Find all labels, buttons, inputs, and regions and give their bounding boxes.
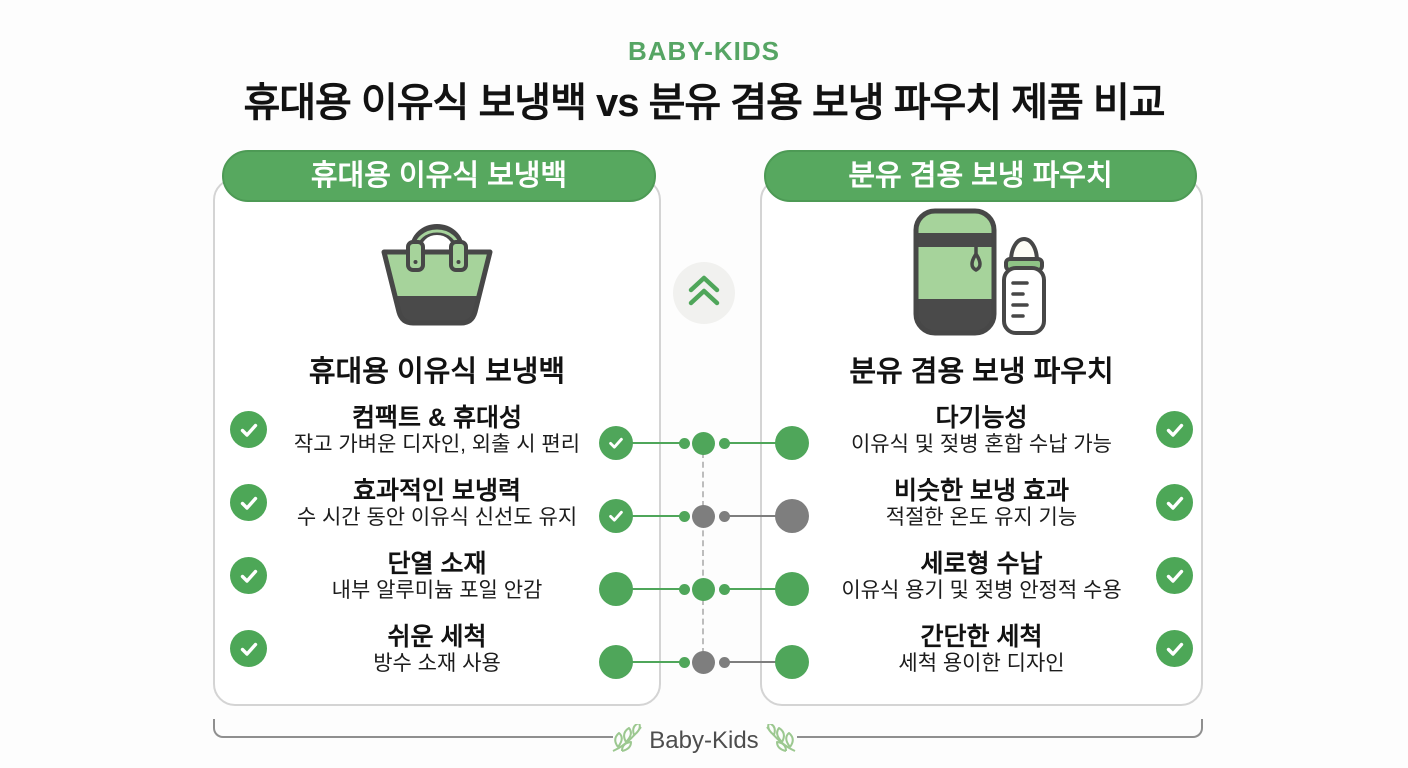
connector-small-dot-left: [678, 437, 690, 449]
connector-small-dot-right: [718, 583, 730, 595]
check-icon: [230, 411, 267, 448]
feature-desc: 이유식 및 젖병 혼합 수납 가능: [850, 433, 1112, 456]
brand-text: BABY-KIDS: [627, 36, 780, 66]
feature-desc: 이유식 용기 및 젖병 안정적 수용: [841, 579, 1122, 602]
page-title: 휴대용 이유식 보냉백 vs 분유 겸용 보냉 파우치 제품 비교: [243, 81, 1165, 125]
connector-center-dot: [691, 650, 715, 674]
tote-bag-icon: [215, 206, 659, 328]
connector-center-dot: [691, 577, 715, 601]
left-card-header-pill: 휴대용 이유식 보냉백: [222, 150, 656, 202]
footer-bracket-left: [213, 719, 613, 738]
connector-small-dot-left: [678, 583, 690, 595]
feature-title: 효과적인 보냉력: [353, 477, 521, 505]
leaf-right-icon: [764, 721, 798, 759]
right-card-header-pill: 분유 겸용 보냉 파우치: [764, 150, 1197, 202]
dashed-line: [702, 452, 704, 654]
footer-label: Baby-Kids: [649, 727, 759, 754]
connector-small-dot-right: [718, 437, 730, 449]
feature-desc: 방수 소재 사용: [373, 652, 501, 675]
feature-desc: 적절한 온도 유지 기능: [885, 506, 1078, 529]
check-icon: [230, 557, 267, 594]
feature-title: 비슷한 보냉 효과: [894, 477, 1069, 505]
divider-circle: [673, 262, 735, 324]
cooler-pouch-and-bottle-icon: [762, 206, 1201, 338]
feature-title: 간단한 세척: [920, 623, 1043, 651]
check-icon: [230, 484, 267, 521]
connector-small-dot-left: [678, 656, 690, 668]
connector-center-dot: [691, 504, 715, 528]
feature-desc: 세척 용이한 디자인: [898, 652, 1065, 675]
check-icon: [1156, 484, 1193, 521]
feature-desc: 수 시간 동안 이유식 신선도 유지: [296, 506, 578, 529]
check-icon: [1156, 557, 1193, 594]
double-chevron-up-icon: [683, 271, 725, 316]
feature-title: 세로형 수납: [920, 550, 1043, 578]
feature-title: 다기능성: [935, 404, 1028, 432]
footer: Baby-Kids: [608, 721, 800, 759]
feature-desc: 작고 가벼운 디자인, 외출 시 편리: [293, 433, 581, 456]
feature-title: 쉬운 세척: [387, 623, 487, 651]
feature-title: 컴팩트 & 휴대성: [352, 404, 522, 432]
leaf-left-icon: [610, 721, 644, 759]
connector-small-dot-right: [718, 656, 730, 668]
connector-center-dot: [691, 431, 715, 455]
left-card-subtitle: 휴대용 이유식 보냉백: [308, 356, 566, 388]
footer-bracket-right: [797, 719, 1203, 738]
check-icon: [230, 630, 267, 667]
right-card-subtitle: 분유 겸용 보냉 파우치: [849, 356, 1114, 388]
feature-title: 단열 소재: [387, 550, 487, 578]
feature-desc: 내부 알루미늄 포일 안감: [331, 579, 543, 602]
connector-small-dot-right: [718, 510, 730, 522]
connector-small-dot-left: [678, 510, 690, 522]
check-icon: [1156, 411, 1193, 448]
check-icon: [1156, 630, 1193, 667]
